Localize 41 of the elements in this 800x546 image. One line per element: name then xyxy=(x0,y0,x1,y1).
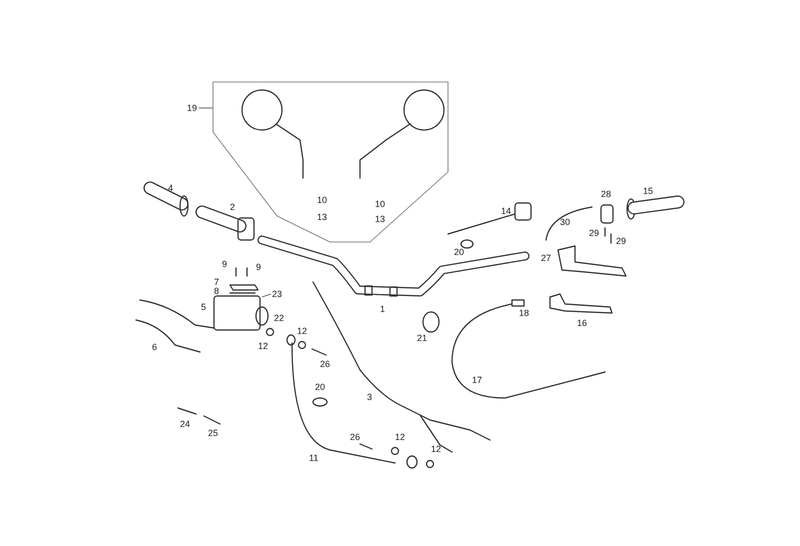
callout-number: 23 xyxy=(272,289,282,299)
callout-number: 22 xyxy=(274,313,284,323)
callout-number: 11 xyxy=(309,453,318,463)
callout-number: 24 xyxy=(180,419,190,429)
leader-line xyxy=(262,294,272,298)
callout-number: 12 xyxy=(297,326,308,336)
callout-number: 27 xyxy=(541,253,552,263)
callout-number: 10 xyxy=(375,199,386,209)
callout-number: 26 xyxy=(350,432,360,442)
callout-number: 20 xyxy=(315,382,326,392)
callout-number: 15 xyxy=(643,186,654,196)
callout-number: 6 xyxy=(152,342,158,352)
callout-number: 13 xyxy=(375,214,386,224)
callout-number: 10 xyxy=(317,195,328,205)
callout-number: 29 xyxy=(616,236,626,246)
callout-number: 16 xyxy=(577,318,588,328)
callout-number: 19 xyxy=(187,103,198,113)
callout-number: 17 xyxy=(472,375,482,385)
callout-number: 14 xyxy=(501,206,512,216)
callout-number: 1 xyxy=(380,304,386,314)
callout-number: 12 xyxy=(395,432,406,442)
callout-number: 28 xyxy=(601,189,612,199)
mirror-kit-drawing xyxy=(212,82,448,242)
callout-number: 9 xyxy=(256,262,262,272)
callout-number: 29 xyxy=(589,228,600,238)
callout-number: 20 xyxy=(454,247,464,257)
callout-number: 12 xyxy=(431,444,442,454)
callout-number: 21 xyxy=(417,333,428,343)
callout-number: 18 xyxy=(519,308,530,318)
callout-number: 13 xyxy=(317,212,328,222)
callout-number: 30 xyxy=(560,217,570,227)
callout-number: 8 xyxy=(214,286,220,296)
callout-number: 5 xyxy=(201,302,206,312)
callout-number: 3 xyxy=(367,392,372,402)
callout-number: 26 xyxy=(320,359,330,369)
callout-number: 12 xyxy=(258,341,268,351)
callout-number: 4 xyxy=(168,183,174,193)
callout-number: 2 xyxy=(230,202,236,212)
callout-number: 25 xyxy=(208,428,218,438)
callout-number: 7 xyxy=(214,277,220,287)
callout-number: 9 xyxy=(222,259,228,269)
